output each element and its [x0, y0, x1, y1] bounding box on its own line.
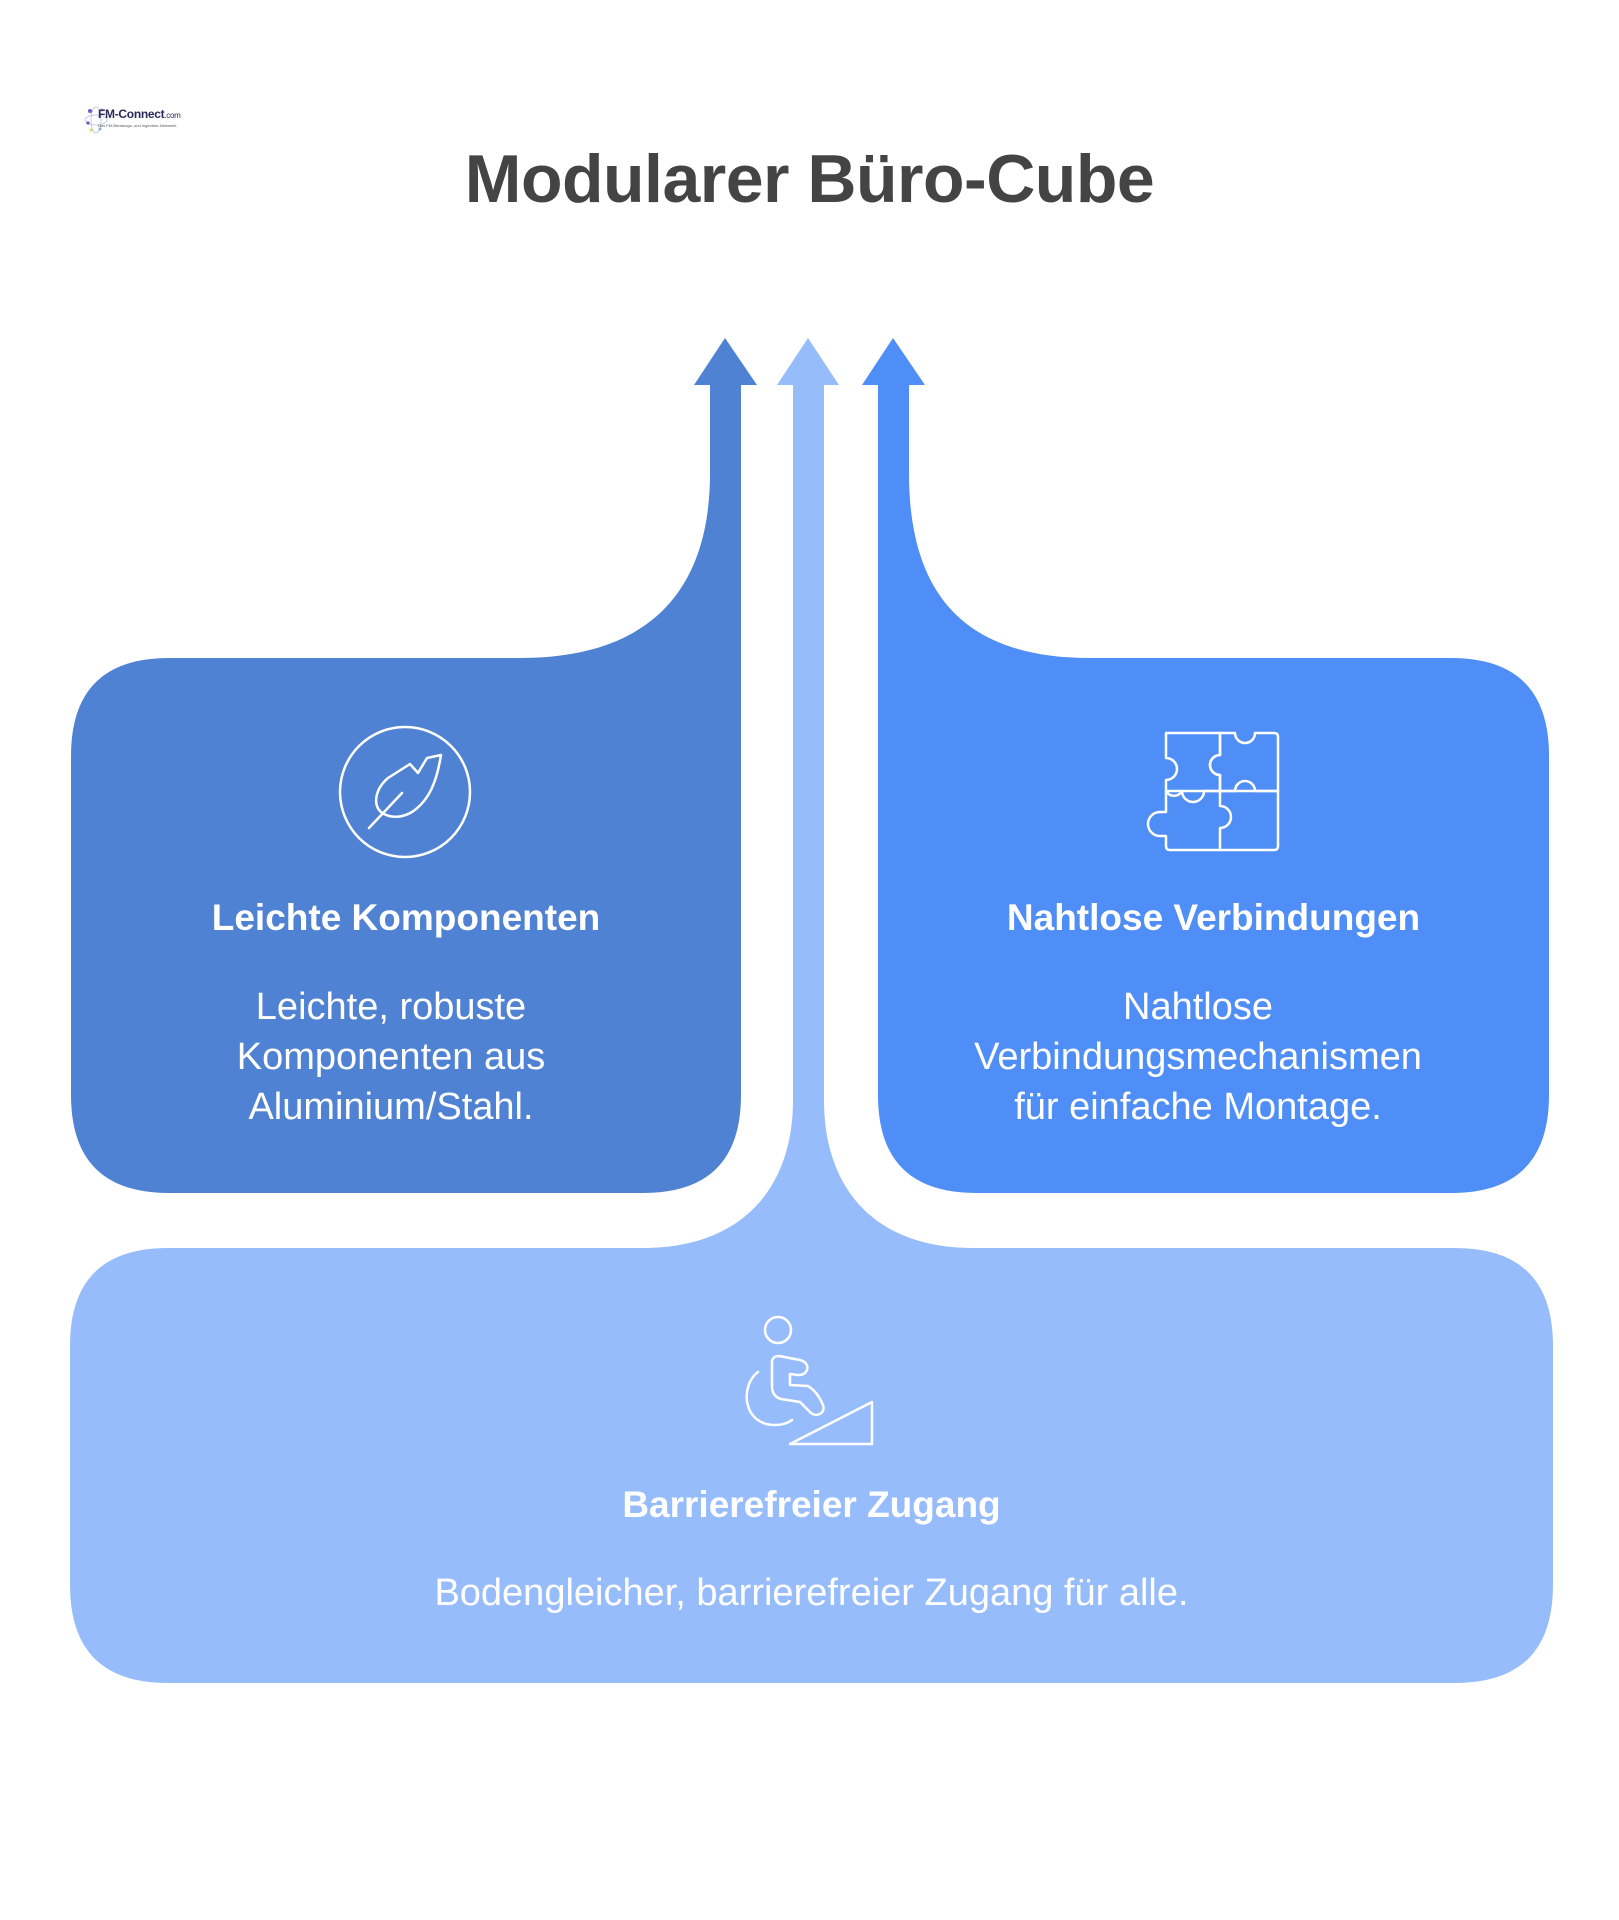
feather-leaf-icon: [338, 725, 472, 859]
left-card-with-arrow: [71, 385, 741, 1193]
puzzle-icon: [1146, 731, 1280, 852]
description-line: Aluminium/Stahl.: [248, 1086, 534, 1128]
center-arrow-head: [777, 338, 839, 385]
left-card-description: Leichte, robuste Komponenten aus Alumini…: [71, 982, 711, 1132]
logo-wordmark: FM-Connect.com: [98, 107, 181, 121]
description-line: Bodengleicher, barrierefreier Zugang für…: [434, 1572, 1189, 1614]
right-card-description: Nahtlose Verbindungsmechanismen für einf…: [878, 982, 1518, 1132]
description-line: für einfache Montage.: [1014, 1086, 1382, 1128]
logo-starburst-icon: [84, 106, 108, 134]
right-arrow-head: [862, 338, 925, 385]
fm-connect-logo: FM-Connect.com Das FM-Beratungs- und Ing…: [84, 103, 181, 137]
description-line: Verbindungsmechanismen: [974, 1036, 1422, 1078]
bottom-card-with-center-arrow: [70, 385, 1553, 1683]
page-title: Modularer Büro-Cube: [464, 141, 1155, 217]
wheelchair-ramp-icon: [745, 1315, 874, 1446]
bottom-card-description: Bodengleicher, barrierefreier Zugang für…: [70, 1568, 1553, 1618]
description-line: Komponenten aus: [236, 1036, 546, 1078]
bottom-card-title: Barrierefreier Zugang: [622, 1484, 1001, 1525]
description-line: Nahtlose: [1123, 986, 1273, 1028]
left-arrow-head: [694, 338, 757, 385]
logo-tagline: Das FM-Beratungs- und Ingenieur-Netzwerk: [98, 123, 177, 128]
description-line: Leichte, robuste: [255, 986, 527, 1028]
left-card-title: Leichte Komponenten: [211, 897, 601, 938]
right-card-title: Nahtlose Verbindungen: [1006, 897, 1421, 938]
right-card-with-arrow: [878, 385, 1549, 1193]
